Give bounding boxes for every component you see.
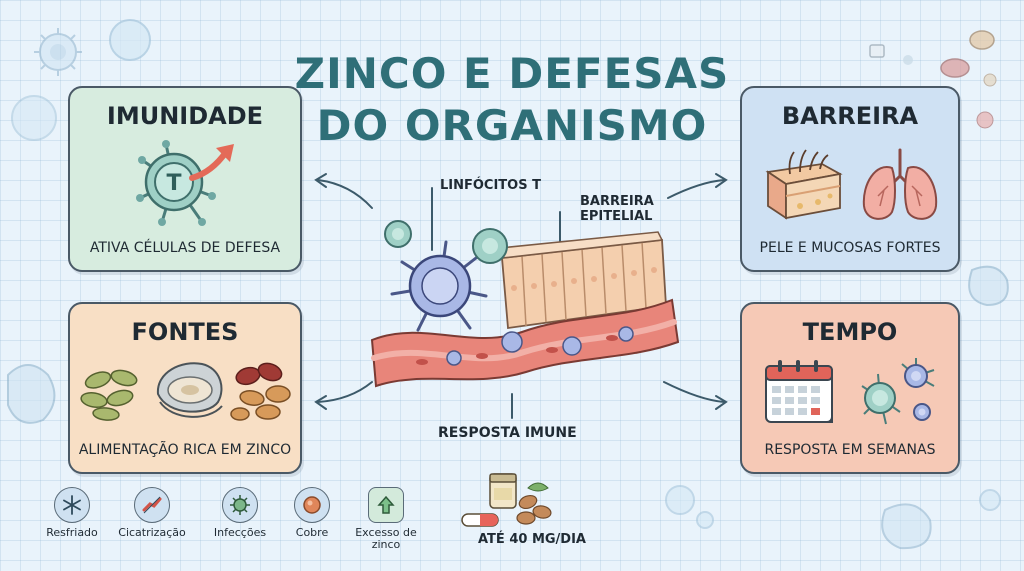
- bandage-icon: [134, 487, 170, 523]
- label-barreira-epitelial: BARREIRA EPITELIAL: [580, 194, 654, 224]
- central-illustration: [370, 220, 680, 388]
- dose-label: ATÉ 40 MG/DIA: [478, 532, 586, 547]
- bottom-label-cobre: Cobre: [295, 526, 329, 539]
- beans-nuts-icon: [230, 362, 291, 421]
- bottom-item-excesso: Excesso de zinco: [346, 487, 426, 551]
- arrow-up-icon: [368, 487, 404, 523]
- pumpkin-seeds-icon: [80, 369, 138, 421]
- card-barreira: BARREIRA PELE E MUCOSAS FORTES: [740, 86, 960, 272]
- page-title: ZINCO E DEFESAS DO ORGANISMO: [0, 48, 1024, 152]
- blood-vessel-icon: [370, 298, 680, 388]
- microbe-decoration-icon: [881, 503, 932, 550]
- card-fontes: FONTES ALIMENTAÇÃO RICA EM ZINCO: [68, 302, 302, 474]
- bubble-decoration-icon: [109, 19, 151, 61]
- label-barreira-line2: EPITELIAL: [580, 209, 653, 224]
- pill-decoration-icon: [869, 30, 997, 129]
- bottom-item-infeccoes: Infecções: [200, 487, 280, 539]
- title-line-1: ZINCO E DEFESAS: [294, 49, 730, 98]
- label-barreira-line1: BARREIRA: [580, 194, 654, 209]
- label-linfocitos: LINFÓCITOS T: [440, 178, 541, 193]
- bubble-decoration-icon: [665, 485, 695, 515]
- virus-icon: [222, 487, 258, 523]
- label-resposta-imune: RESPOSTA IMUNE: [438, 425, 577, 441]
- lymphocyte-small-icon: [384, 220, 508, 264]
- card-tempo-title: TEMPO: [802, 318, 898, 346]
- card-tempo: TEMPO RESPOSTA EM SEMANAS: [740, 302, 960, 474]
- t-cell-letter: T: [166, 171, 181, 196]
- microbe-decoration-icon: [968, 265, 1009, 307]
- bottom-item-resfriado: Resfriado: [32, 487, 112, 539]
- bottom-label-excesso: Excesso de zinco: [355, 526, 417, 551]
- card-fontes-title: FONTES: [131, 318, 239, 346]
- copper-icon: [294, 487, 330, 523]
- bottom-item-cobre: Cobre: [272, 487, 352, 539]
- snowflake-icon: [54, 487, 90, 523]
- bubble-decoration-icon: [11, 95, 57, 141]
- virus-decoration-icon: [34, 28, 82, 76]
- card-barreira-title: BARREIRA: [781, 102, 919, 130]
- bottom-label-infeccoes: Infecções: [213, 526, 267, 539]
- bubble-decoration-icon: [696, 511, 714, 529]
- skin-layer-icon: [765, 149, 843, 220]
- card-imunidade-caption: ATIVA CÉLULAS DE DEFESA: [89, 240, 281, 256]
- t-lymphocyte-icon: [390, 240, 488, 332]
- bottom-item-cicatrizacao: Cicatrização: [112, 487, 192, 539]
- t-cell-icon: T: [136, 140, 234, 226]
- lungs-icon: [862, 148, 938, 220]
- card-barreira-caption: PELE E MUCOSAS FORTES: [759, 240, 941, 256]
- epithelial-barrier-icon: [499, 231, 667, 330]
- card-imunidade: IMUNIDADE T ATIVA CÉLULAS DE DEFESA: [68, 86, 302, 272]
- microbe-decoration-icon: [7, 364, 56, 424]
- card-tempo-caption: RESPOSTA EM SEMANAS: [764, 442, 936, 458]
- card-fontes-caption: ALIMENTAÇÃO RICA EM ZINCO: [78, 442, 292, 458]
- supplement-nuts-icon: [461, 473, 552, 527]
- calendar-icon: [765, 360, 833, 423]
- bubble-decoration-icon: [979, 489, 1001, 511]
- title-line-2: DO ORGANISMO: [316, 101, 708, 150]
- bottom-label-resfriado: Resfriado: [46, 526, 98, 539]
- immune-cells-icon: [861, 358, 935, 425]
- oyster-icon: [156, 362, 223, 418]
- bottom-label-cicatrizacao: Cicatrização: [118, 526, 186, 539]
- card-imunidade-title: IMUNIDADE: [106, 102, 264, 130]
